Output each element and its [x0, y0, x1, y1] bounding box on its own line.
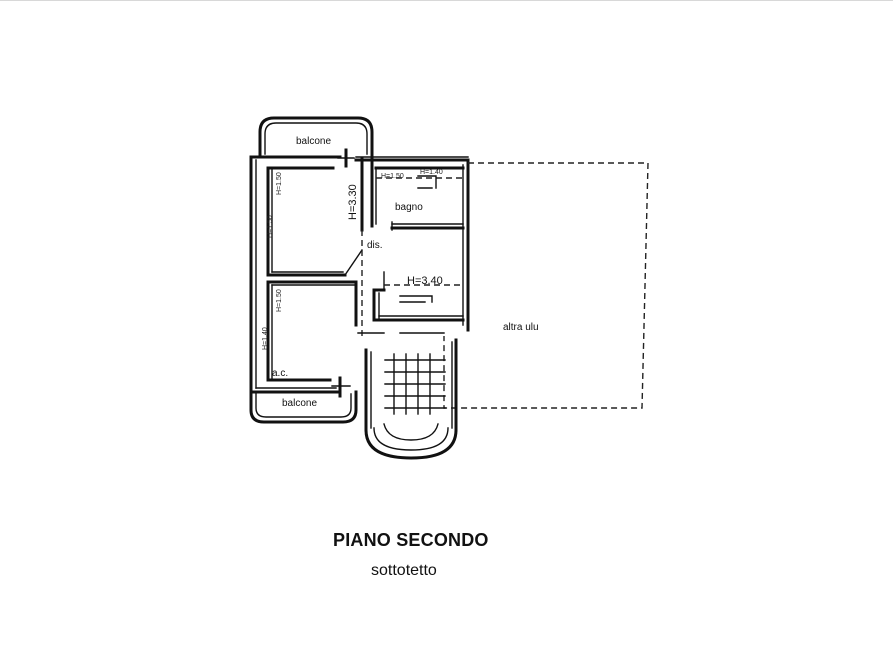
height-label-140: H=1.40 — [262, 327, 269, 350]
dashed-outlines — [357, 162, 649, 409]
plan-subtitle: sottotetto — [371, 562, 437, 579]
height-label-150-b: H=1.50 — [267, 215, 274, 238]
frame-top-border — [0, 0, 893, 1]
height-label-140-b: H=1.40 — [420, 169, 443, 176]
plan-title: PIANO SECONDO — [333, 530, 489, 550]
bathroom-walls — [370, 158, 465, 322]
balcony-bottom: balcone — [249, 390, 358, 424]
height-label-150-a: H=1.50 — [276, 172, 283, 195]
other-unit-label: altra ulu — [503, 322, 539, 333]
window-bottom — [331, 376, 351, 398]
balcony-top-label: balcone — [296, 136, 331, 147]
hallway-label: dis. — [367, 240, 383, 251]
exterior-walls — [249, 155, 470, 394]
balcony-bottom-label: balcone — [282, 398, 317, 409]
lower-room-walls — [266, 280, 358, 382]
staircase — [364, 338, 458, 460]
window-top — [337, 148, 355, 168]
lower-room-label: a.c. — [272, 368, 288, 379]
balcony-top: balcone — [258, 116, 374, 159]
height-label-330: H=3.30 — [347, 184, 359, 220]
bathroom-label: bagno — [395, 202, 423, 213]
height-label-150-d: H=1.50 — [381, 173, 404, 180]
upper-room-walls — [266, 156, 364, 277]
height-label-340: H=3.40 — [407, 275, 443, 287]
height-label-150-c: H=1.50 — [276, 289, 283, 312]
